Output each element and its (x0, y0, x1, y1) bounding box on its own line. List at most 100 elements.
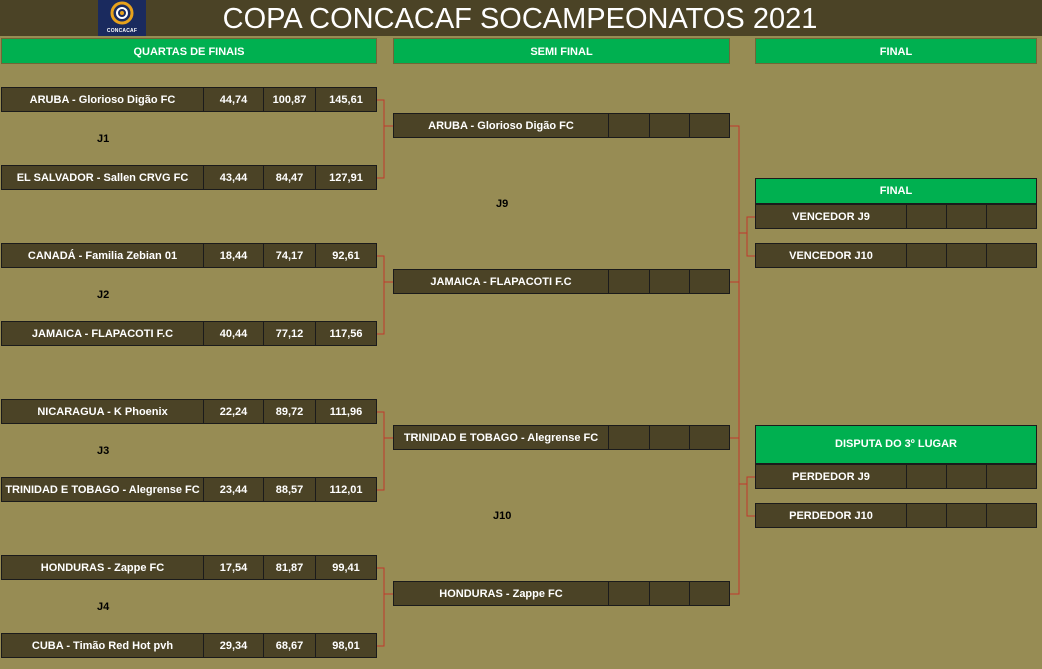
team-name: TRINIDAD E TOBAGO - Alegrense FC (393, 425, 609, 450)
score-2 (946, 204, 987, 229)
score-2 (946, 503, 987, 528)
score-2 (649, 269, 690, 294)
score-2: 74,17 (263, 243, 316, 268)
concacaf-logo-icon (110, 1, 134, 25)
team-name: JAMAICA - FLAPACOTI F.C (393, 269, 609, 294)
score-2: 81,87 (263, 555, 316, 580)
final-box-header: FINAL (755, 178, 1037, 204)
team-name: ARUBA - Glorioso Digão FC (393, 113, 609, 138)
score-1 (608, 425, 650, 450)
connector-final (746, 216, 755, 257)
qf-j2-team1-row[interactable]: CANADÁ - Familia Zebian 01 18,44 74,17 9… (1, 243, 377, 268)
connector-j3 (377, 411, 385, 491)
team-name: PERDEDOR J9 (755, 464, 907, 489)
page-title: COPA CONCACAF SOCAMPEONATOS 2021 (222, 3, 818, 35)
sf-j9-team1-row[interactable]: ARUBA - Glorioso Digão FC (393, 113, 730, 138)
score-2 (946, 464, 987, 489)
team-name: VENCEDOR J9 (755, 204, 907, 229)
concacaf-logo: CONCACAF (98, 0, 146, 36)
match-label-j4: J4 (97, 601, 110, 613)
match-label-j1: J1 (97, 133, 110, 145)
score-1 (608, 113, 650, 138)
qf-j1-team1-row[interactable]: ARUBA - Glorioso Digão FC 44,74 100,87 1… (1, 87, 377, 112)
connector-j4 (377, 567, 385, 647)
score-1: 40,44 (203, 321, 264, 346)
match-label-j3: J3 (97, 445, 110, 457)
team-name: ARUBA - Glorioso Digão FC (1, 87, 204, 112)
score-total (986, 503, 1037, 528)
score-total: 145,61 (315, 87, 377, 112)
score-total: 99,41 (315, 555, 377, 580)
match-label-j2: J2 (97, 289, 110, 301)
header-semifinals: SEMI FINAL (393, 38, 730, 64)
team-name: PERDEDOR J10 (755, 503, 907, 528)
score-total (689, 425, 730, 450)
score-total (689, 113, 730, 138)
third-team2-row[interactable]: PERDEDOR J10 (755, 503, 1037, 528)
score-total (986, 243, 1037, 268)
third-team1-row[interactable]: PERDEDOR J9 (755, 464, 1037, 489)
score-1 (906, 243, 947, 268)
team-name: TRINIDAD E TOBAGO - Alegrense FC (1, 477, 204, 502)
score-2: 68,67 (263, 633, 316, 658)
score-2: 84,47 (263, 165, 316, 190)
score-1: 43,44 (203, 165, 264, 190)
score-1 (906, 204, 947, 229)
final-team2-row[interactable]: VENCEDOR J10 (755, 243, 1037, 268)
score-total (986, 464, 1037, 489)
score-1: 22,24 (203, 399, 264, 424)
score-1 (608, 269, 650, 294)
score-1 (906, 503, 947, 528)
score-total (986, 204, 1037, 229)
connector-semis (730, 125, 740, 595)
score-total (689, 581, 730, 606)
connector-third (746, 476, 755, 517)
team-name: EL SALVADOR - Sallen CRVG FC (1, 165, 204, 190)
qf-j4-team1-row[interactable]: HONDURAS - Zappe FC 17,54 81,87 99,41 (1, 555, 377, 580)
score-2: 77,12 (263, 321, 316, 346)
team-name: VENCEDOR J10 (755, 243, 907, 268)
team-name: JAMAICA - FLAPACOTI F.C (1, 321, 204, 346)
match-label-j10: J10 (493, 510, 512, 522)
score-total: 92,61 (315, 243, 377, 268)
connector-j2 (377, 255, 385, 335)
score-1 (906, 464, 947, 489)
qf-j3-team2-row[interactable]: TRINIDAD E TOBAGO - Alegrense FC 23,44 8… (1, 477, 377, 502)
final-team1-row[interactable]: VENCEDOR J9 (755, 204, 1037, 229)
score-2: 88,57 (263, 477, 316, 502)
score-1: 23,44 (203, 477, 264, 502)
sf-j10-team1-row[interactable]: TRINIDAD E TOBAGO - Alegrense FC (393, 425, 730, 450)
score-1: 29,34 (203, 633, 264, 658)
score-2 (649, 113, 690, 138)
logo-text: CONCACAF (106, 28, 138, 34)
third-place-box-header: DISPUTA DO 3º LUGAR (755, 425, 1037, 464)
team-name: HONDURAS - Zappe FC (393, 581, 609, 606)
team-name: CANADÁ - Familia Zebian 01 (1, 243, 204, 268)
score-2: 100,87 (263, 87, 316, 112)
score-total: 111,96 (315, 399, 377, 424)
qf-j1-team2-row[interactable]: EL SALVADOR - Sallen CRVG FC 43,44 84,47… (1, 165, 377, 190)
score-2: 89,72 (263, 399, 316, 424)
score-total: 117,56 (315, 321, 377, 346)
score-1 (608, 581, 650, 606)
score-1: 18,44 (203, 243, 264, 268)
team-name: NICARAGUA - K Phoenix (1, 399, 204, 424)
team-name: HONDURAS - Zappe FC (1, 555, 204, 580)
qf-j3-team1-row[interactable]: NICARAGUA - K Phoenix 22,24 89,72 111,96 (1, 399, 377, 424)
score-total: 98,01 (315, 633, 377, 658)
score-total (689, 269, 730, 294)
sf-j10-team2-row[interactable]: HONDURAS - Zappe FC (393, 581, 730, 606)
header-final: FINAL (755, 38, 1037, 64)
sf-j9-team2-row[interactable]: JAMAICA - FLAPACOTI F.C (393, 269, 730, 294)
score-2 (649, 425, 690, 450)
score-2 (946, 243, 987, 268)
qf-j2-team2-row[interactable]: JAMAICA - FLAPACOTI F.C 40,44 77,12 117,… (1, 321, 377, 346)
qf-j4-team2-row[interactable]: CUBA - Timão Red Hot pvh 29,34 68,67 98,… (1, 633, 377, 658)
team-name: CUBA - Timão Red Hot pvh (1, 633, 204, 658)
score-total: 112,01 (315, 477, 377, 502)
connector-j1 (377, 99, 385, 179)
score-2 (649, 581, 690, 606)
score-1: 17,54 (203, 555, 264, 580)
score-1: 44,74 (203, 87, 264, 112)
